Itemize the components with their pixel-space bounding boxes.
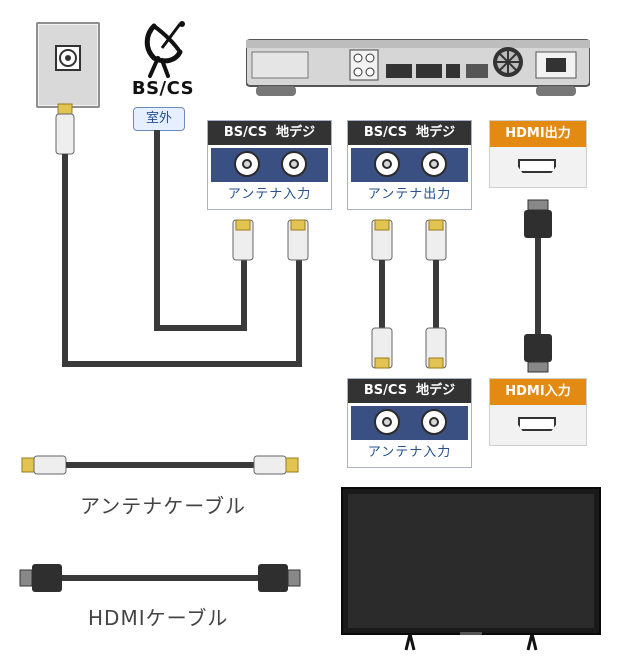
hdmi-input-port-icon <box>518 417 556 431</box>
wall-antenna-outlet <box>36 22 100 108</box>
bscs-input-port-icon <box>234 151 260 177</box>
antenna-cable-legend-label: アンテナケーブル <box>80 494 246 518</box>
terrestrial-input-port-icon <box>281 151 307 177</box>
television-icon <box>340 486 602 656</box>
recorder-antenna-output-header: BS/CS 地デジ <box>348 121 471 145</box>
bscs-output-port-icon <box>374 151 400 177</box>
tv-antenna-input-header: BS/CS 地デジ <box>348 379 471 403</box>
recorder-antenna-output-ports <box>351 148 468 182</box>
tv-hdmi-input-panel: HDMI入力 <box>489 378 587 446</box>
recorder-antenna-output-panel: BS/CS 地デジ アンテナ出力 <box>347 120 472 210</box>
satellite-dish-icon <box>128 20 198 78</box>
tv-antenna-input-ports <box>351 406 468 440</box>
recorder-hdmi-output-header: HDMI出力 <box>490 121 586 147</box>
tv-terrestrial-input-port-icon <box>421 409 447 435</box>
tv-antenna-input-label: アンテナ入力 <box>367 445 452 460</box>
recorder-antenna-input-label: アンテナ入力 <box>227 187 312 202</box>
terrestrial-output-port-icon <box>421 151 447 177</box>
tv-bscs-input-port-icon <box>374 409 400 435</box>
hdmi-cable-legend-label: HDMIケーブル <box>88 606 229 630</box>
recorder-antenna-input-panel: BS/CS 地デジ アンテナ入力 <box>207 120 332 210</box>
recorder-antenna-output-label: アンテナ出力 <box>367 187 452 202</box>
tv-antenna-input-panel: BS/CS 地デジ アンテナ入力 <box>347 378 472 468</box>
wall-outlet-socket-icon <box>55 45 81 71</box>
recorder-hdmi-output-panel: HDMI出力 <box>489 120 587 188</box>
hdmi-output-port-icon <box>518 159 556 173</box>
recorder-antenna-input-header: BS/CS 地デジ <box>208 121 331 145</box>
recorder-antenna-input-ports <box>211 148 328 182</box>
outdoor-antenna-label: BS/CS <box>131 78 195 99</box>
tv-hdmi-input-header: HDMI入力 <box>490 379 586 405</box>
